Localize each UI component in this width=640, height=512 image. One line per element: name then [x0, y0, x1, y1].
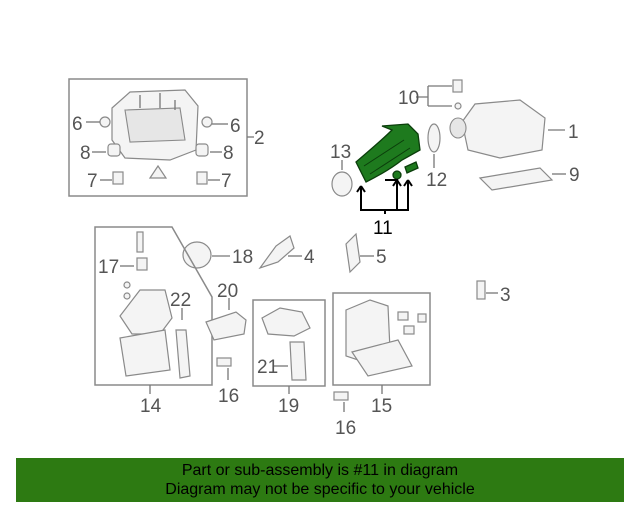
group-19: 21 19 [252, 299, 326, 417]
fastener-15b [403, 325, 415, 335]
connector-highlight [404, 161, 419, 174]
callout-1: 1 [568, 122, 579, 143]
collar-part [107, 143, 121, 157]
bolt-part-14 [136, 231, 144, 253]
bolt-part [452, 79, 463, 93]
group-15: 15 16 [332, 292, 431, 439]
callout-6-right: 6 [230, 116, 241, 137]
callout-18: 18 [232, 247, 253, 268]
bolt-16a [216, 357, 232, 367]
intake-tube-group-11: 13 11 [330, 123, 421, 239]
washer-part-14 [123, 281, 131, 289]
callout-5: 5 [376, 247, 387, 268]
callout-8-left: 8 [80, 143, 91, 164]
callout-15: 15 [371, 396, 392, 417]
callout-2: 2 [254, 128, 265, 149]
highlight-notice-banner: Part or sub-assembly is #11 in diagram D… [16, 458, 624, 502]
callout-17: 17 [98, 257, 119, 278]
clip-part [112, 171, 124, 185]
hose-22 [175, 329, 191, 379]
banner-line-2: Diagram may not be specific to your vehi… [165, 481, 475, 498]
callout-7-right: 7 [221, 171, 232, 192]
grommet-part [99, 116, 111, 128]
group-box-14 [94, 226, 213, 386]
bolt-16b [333, 391, 349, 401]
washer-part-14b [123, 292, 131, 300]
bolt-3 [476, 280, 486, 300]
ring-part [427, 123, 441, 153]
grommet-part-right [201, 116, 213, 128]
callout-3: 3 [500, 285, 511, 306]
callout-19: 19 [278, 396, 299, 417]
callout-16-left: 16 [218, 386, 239, 407]
air-filter [478, 167, 554, 191]
bracket-5 [345, 232, 361, 274]
air-cleaner-cover-group: 1 9 10 12 [398, 79, 580, 191]
callout-12: 12 [426, 170, 447, 191]
fastener-15a [397, 311, 409, 321]
callout-21: 21 [257, 357, 278, 378]
air-duct-20 [205, 311, 247, 341]
mount-part [148, 164, 168, 179]
callout-11: 11 [373, 218, 393, 239]
hose-clamp-13 [331, 171, 353, 197]
callout-6-left: 6 [72, 114, 83, 135]
grommet-highlight [392, 170, 402, 180]
cover-inlet [449, 117, 467, 139]
callout-8-right: 8 [223, 143, 234, 164]
callout-16-right: 16 [335, 418, 356, 439]
washer-part [454, 102, 462, 110]
callout-10: 10 [398, 88, 419, 109]
air-cleaner-cover [461, 99, 546, 159]
clip-part-right [196, 171, 208, 185]
callout-14: 14 [140, 396, 162, 417]
callout-22: 22 [170, 290, 191, 311]
air-cleaner-case-group: 6 6 8 8 7 7 2 [68, 78, 265, 197]
resonator-duct [119, 289, 173, 335]
duct-20-group: 20 16 [205, 281, 247, 407]
air-cleaner-case-inner [124, 107, 186, 143]
resonator-base [351, 339, 413, 377]
callout-7-left: 7 [87, 171, 98, 192]
bracket-4 [258, 235, 295, 270]
resonator-group-14: 17 22 14 [94, 226, 213, 417]
callout-20: 20 [217, 281, 238, 302]
clip-17 [136, 257, 148, 271]
callout-9: 9 [569, 165, 580, 186]
callout-4: 4 [304, 247, 315, 268]
middle-parts-group: 18 4 5 3 [182, 232, 511, 306]
collar-part-right [195, 143, 209, 157]
intake-tube-highlight [355, 123, 421, 183]
duct-collar-18 [182, 241, 212, 269]
banner-line-1: Part or sub-assembly is #11 in diagram [181, 462, 459, 479]
resonator-body [119, 329, 171, 377]
hose-21 [289, 341, 307, 381]
intake-duct-19 [261, 307, 311, 337]
fastener-15c [417, 313, 427, 323]
callout-13: 13 [330, 142, 351, 163]
